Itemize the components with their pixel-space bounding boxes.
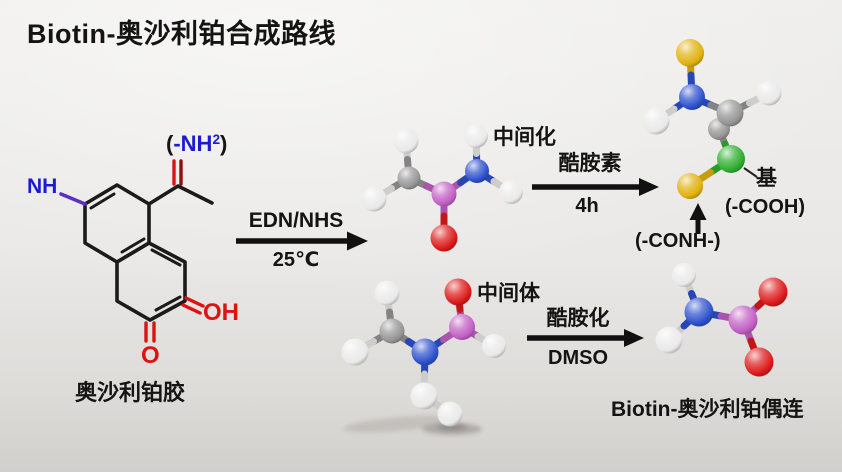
atom-pink [449, 314, 475, 340]
atom-hydrogen [756, 80, 782, 106]
ketone-oxygen-label: O [141, 342, 160, 369]
atom-oxygen [430, 224, 458, 252]
atom-hydrogen [361, 186, 387, 212]
atom-hydrogen [410, 382, 438, 410]
atom-hydrogen [642, 107, 670, 135]
intermediate-top-label: 中间化 [493, 126, 556, 149]
nh-substituent-label: NH [27, 175, 58, 198]
hydroxyl-label: OH [203, 299, 239, 326]
atom-hydrogen [482, 334, 506, 358]
oxaliplatin-caption: 奥沙利铂胶 [75, 380, 186, 405]
atom-hydrogen [499, 180, 523, 204]
arrow-step1 [236, 231, 368, 251]
atom-yellow [676, 39, 704, 67]
atom-oxygen [758, 277, 788, 307]
arrow-conh-up [689, 203, 707, 234]
group-pointer-label: 基 [756, 167, 777, 190]
atom-carbon [397, 166, 421, 190]
atom-hydrogen [437, 401, 463, 427]
diagram-title: Biotin-奥沙利铂合成路线 [27, 19, 336, 49]
atom-nitrogen [411, 338, 439, 366]
atom-yellow [677, 173, 703, 199]
atom-hydrogen [655, 326, 683, 354]
step2-reagent-label: 酷胺素 [558, 152, 622, 175]
arrow-step2 [532, 178, 659, 196]
atom-oxygen [444, 278, 472, 306]
step3-condition-label: DMSO [548, 347, 608, 369]
atom-pink [431, 181, 457, 207]
step2-condition-label: 4h [575, 195, 599, 217]
enol-double-bond [181, 296, 205, 315]
amine-superscript: 2 [212, 132, 221, 148]
atom-nitrogen [679, 84, 705, 110]
step3-reagent-label: 酷胺化 [546, 307, 610, 330]
step1-reagent-label: EDN/NHS [248, 209, 344, 232]
molecules-layer [341, 39, 788, 427]
ketone-double-bond [144, 321, 156, 343]
conjugate-caption: Biotin-奥沙利铂偶连 [611, 398, 804, 421]
intermediate-amide-3d [361, 124, 523, 252]
intermediate-bottom-label: 中间体 [477, 282, 540, 305]
atom-hydrogen [374, 280, 400, 306]
biotin-product-3d [642, 39, 782, 199]
atom-nitrogen [684, 297, 714, 327]
amine-paren-close: ) [220, 131, 228, 156]
amine-body: -NH [173, 131, 213, 156]
amine-substituent-label: (-NH2) [166, 133, 227, 155]
intermediate-amine-3d [341, 278, 506, 427]
atom-hydrogen [672, 263, 696, 287]
atom-pink [728, 305, 758, 335]
conh-label: (-CONH-) [635, 230, 721, 252]
cooh-label: (-COOH) [725, 196, 805, 218]
oxaliplatin-2d-structure [59, 159, 214, 343]
benzene-ring-lower [115, 241, 187, 322]
pointer-line [743, 167, 758, 178]
step1-condition-label: 25℃ [272, 249, 320, 271]
oxaliplatin-conjugate-3d [655, 263, 788, 377]
nh-bond [59, 192, 87, 206]
atom-green [717, 145, 745, 173]
atom-carbon [716, 99, 744, 127]
atom-hydrogen [464, 124, 488, 148]
atom-carbon [379, 318, 405, 344]
atom-oxygen [744, 347, 774, 377]
amine-paren-open: ( [166, 131, 174, 156]
arrow-step3 [527, 329, 644, 347]
atom-hydrogen [393, 128, 419, 154]
atom-nitrogen [465, 159, 489, 183]
acetyl-arm-bond [147, 184, 214, 206]
atom-hydrogen [341, 338, 369, 366]
